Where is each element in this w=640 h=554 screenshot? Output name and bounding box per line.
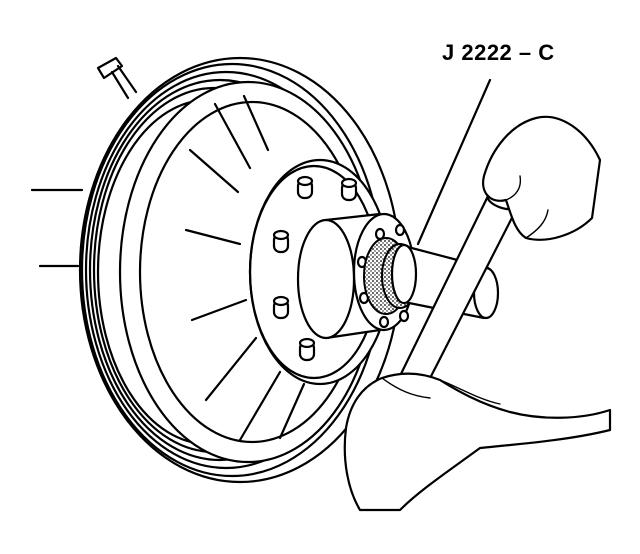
axle-lines [30, 188, 84, 268]
upper-hand [482, 115, 602, 241]
flange-studs [272, 175, 358, 362]
label-leader-line [416, 78, 492, 246]
tool-label: J 2222 – C [442, 40, 555, 65]
wheel-stud [96, 56, 138, 100]
lower-hand [343, 372, 612, 512]
seal-bolt-ring [356, 223, 410, 329]
